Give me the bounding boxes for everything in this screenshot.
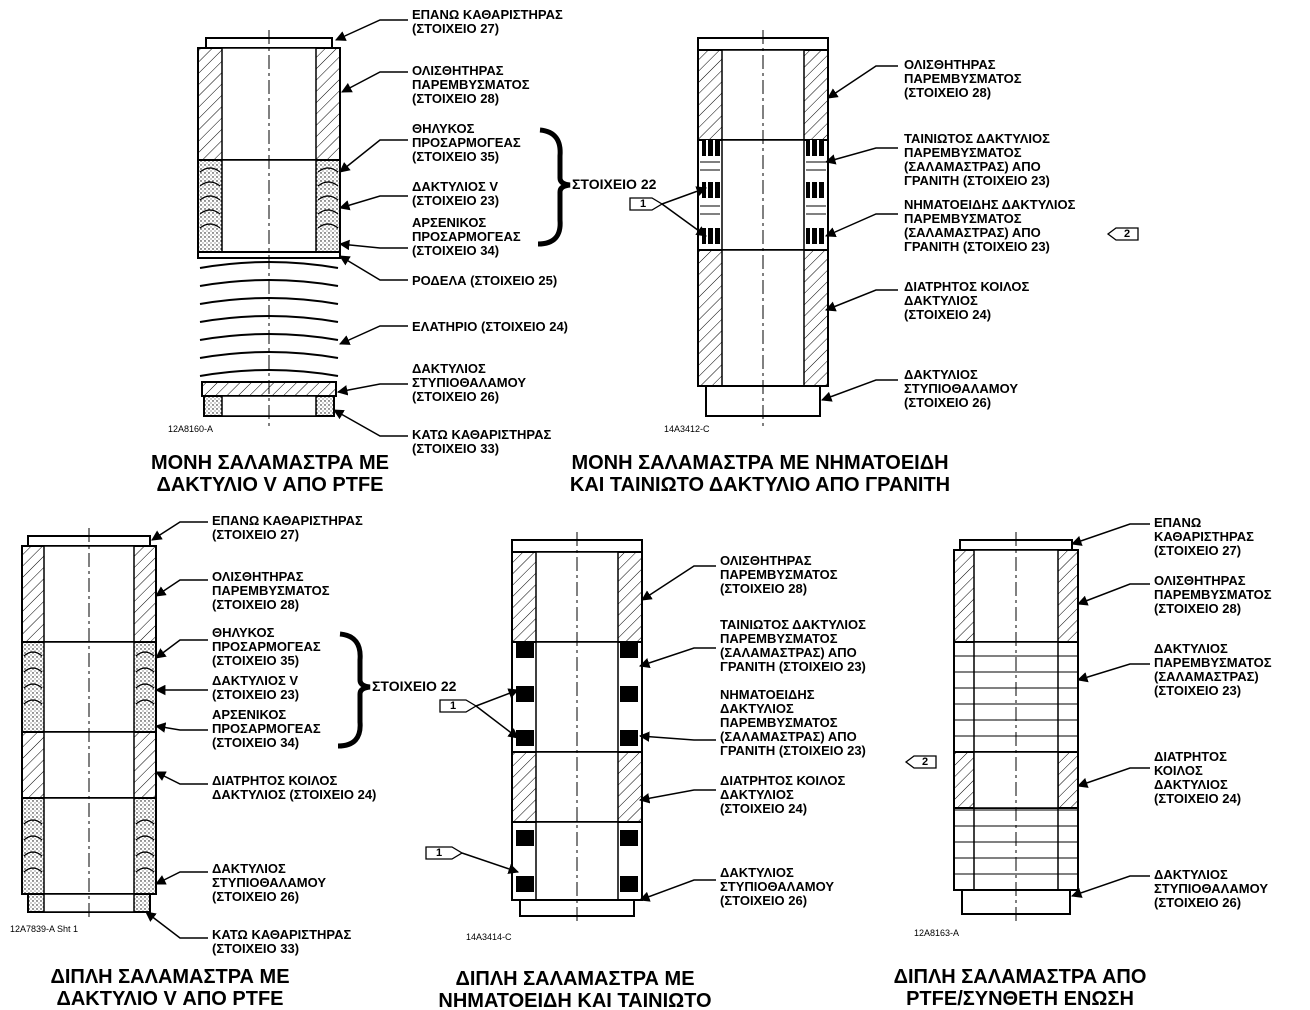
fig1-label-lower-wiper: ΚΑΤΩ ΚΑΘΑΡΙΣΤΗΡΑΣ(ΣΤΟΙΧΕΙΟ 33): [412, 427, 552, 456]
fig4-drawing-code: 14A3414-C: [466, 932, 512, 942]
figure-double-ptfe: [953, 523, 1150, 922]
fig1-drawing-code: 12A8160-A: [168, 424, 214, 434]
fig1-group-label: ΣΤΟΙΧΕΙΟ 22: [572, 176, 657, 192]
figure-double-graphite: [425, 532, 937, 924]
fig1-label-v-ring: ΔΑΚΤΥΛΙΟΣ V(ΣΤΟΙΧΕΙΟ 23): [412, 179, 500, 208]
fig3-drawing-code: 12A7839-A Sht 1: [10, 924, 79, 934]
fig3-group-label: ΣΤΟΙΧΕΙΟ 22: [372, 678, 457, 694]
fig4-note-flag-2: 2: [921, 756, 929, 768]
fig4-note-flag-1b: 1: [435, 847, 443, 859]
fig1-label-upper-wiper: ΕΠΑΝΩ ΚΑΘΑΡΙΣΤΗΡΑΣ(ΣΤΟΙΧΕΙΟ 27): [412, 7, 563, 36]
fig3-label-v-ring: ΔΑΚΤΥΛΙΟΣ V(ΣΤΟΙΧΕΙΟ 23): [212, 673, 300, 702]
fig2-drawing-code: 14A3412-C: [664, 424, 710, 434]
fig1-label-spring: ΕΛΑΤΗΡΙΟ (ΣΤΟΙΧΕΙΟ 24): [412, 319, 569, 334]
fig5-drawing-code: 12A8163-A: [914, 928, 960, 938]
figure-double-vring: [21, 521, 371, 939]
fig1-label-washer: ΡΟΔΕΛΑ (ΣΤΟΙΧΕΙΟ 25): [412, 273, 558, 288]
figure-single-vring: [197, 19, 571, 437]
fig4-note-flag-1: 1: [449, 700, 457, 712]
figure-single-graphite: [629, 30, 1139, 428]
fig2-note-flag-1: 1: [639, 198, 647, 210]
fig2-note-flag-2: 2: [1123, 228, 1131, 240]
fig3-label-upper-wiper: ΕΠΑΝΩ ΚΑΘΑΡΙΣΤΗΡΑΣ(ΣΤΟΙΧΕΙΟ 27): [212, 513, 363, 542]
fig3-label-lower-wiper: ΚΑΤΩ ΚΑΘΑΡΙΣΤΗΡΑΣ(ΣΤΟΙΧΕΙΟ 33): [212, 927, 352, 956]
